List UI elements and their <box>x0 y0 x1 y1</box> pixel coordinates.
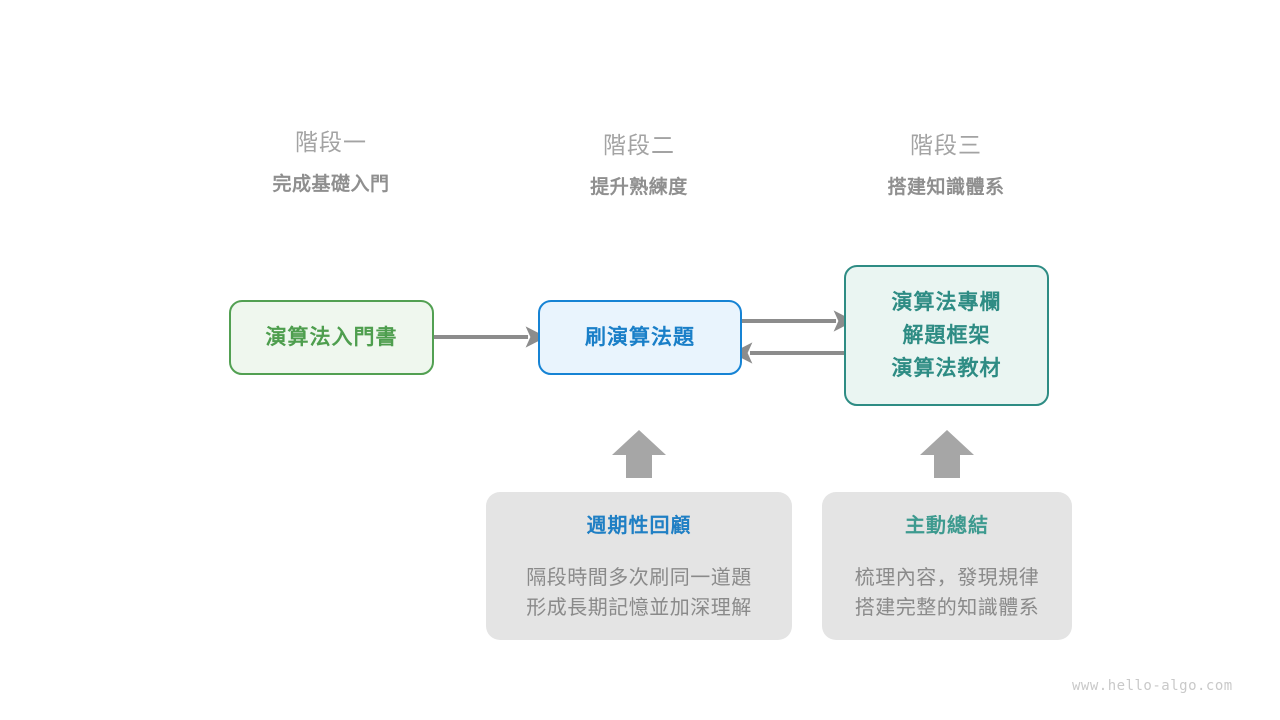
note-periodic-review[interactable]: 週期性回顧 隔段時間多次刷同一道題 形成長期記憶並加深理解 <box>486 492 792 640</box>
stage-label-3: 階段三 <box>910 132 982 158</box>
node-resources-line-2: 解題框架 <box>902 324 991 347</box>
watermark: www.hello-algo.com <box>1072 678 1233 694</box>
node-resources-line-3: 演算法教材 <box>891 357 1002 380</box>
note-periodic-review-body-line-1: 隔段時間多次刷同一道題 <box>526 567 752 589</box>
stage-subtitle-3: 搭建知識體系 <box>887 177 1005 198</box>
stage-subtitle-2: 提升熟練度 <box>590 177 688 198</box>
node-resources[interactable]: 演算法專欄 解題框架 演算法教材 <box>844 265 1049 406</box>
node-practice-problems-line-1: 刷演算法題 <box>585 326 695 349</box>
note-active-summary-title: 主動總結 <box>905 515 989 537</box>
note-active-summary-body-line-1: 梳理內容，發現規律 <box>854 567 1040 589</box>
stage-header-2: 階段二 提升熟練度 <box>519 132 759 198</box>
node-resources-line-1: 演算法專欄 <box>891 291 1002 314</box>
note-active-summary-body-line-2: 搭建完整的知識體系 <box>854 597 1040 619</box>
stage-header-1: 階段一 完成基礎入門 <box>211 129 451 195</box>
stage-label-2: 階段二 <box>603 132 675 158</box>
arrow-up-active-summary <box>920 430 974 478</box>
note-active-summary-body: 梳理內容，發現規律 搭建完整的知識體系 <box>855 563 1040 623</box>
stage-label-1: 階段一 <box>295 129 367 155</box>
stage-header-3: 階段三 搭建知識體系 <box>826 132 1066 198</box>
node-intro-book-line-1: 演算法入門書 <box>265 326 398 349</box>
note-active-summary[interactable]: 主動總結 梳理內容，發現規律 搭建完整的知識體系 <box>822 492 1072 640</box>
node-practice-problems[interactable]: 刷演算法題 <box>538 300 742 375</box>
note-periodic-review-title: 週期性回顧 <box>586 515 692 537</box>
note-periodic-review-body-line-2: 形成長期記憶並加深理解 <box>526 597 752 619</box>
node-intro-book[interactable]: 演算法入門書 <box>229 300 434 375</box>
note-periodic-review-body: 隔段時間多次刷同一道題 形成長期記憶並加深理解 <box>526 563 752 623</box>
arrow-up-periodic-review <box>612 430 666 478</box>
stage-subtitle-1: 完成基礎入門 <box>272 174 390 195</box>
